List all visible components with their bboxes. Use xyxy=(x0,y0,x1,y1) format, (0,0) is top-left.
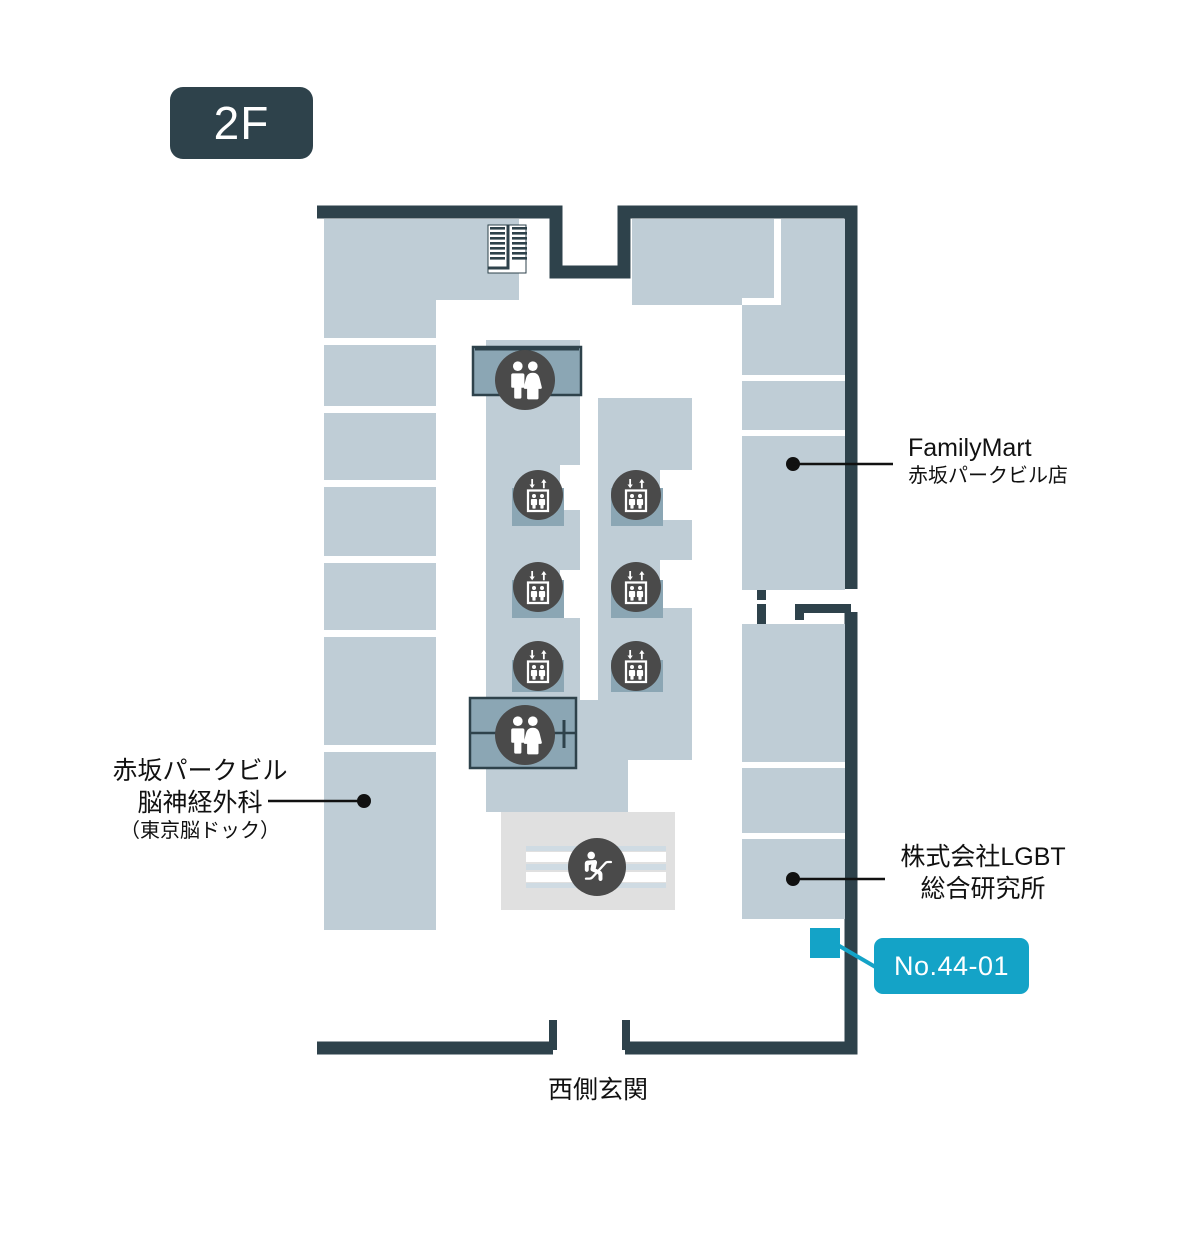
lgbt-name-line1: 株式会社LGBT xyxy=(900,843,1066,871)
room-upper-right[interactable] xyxy=(632,219,845,375)
room-familymart[interactable] xyxy=(742,375,845,590)
noge-name-line1: 赤坂パークビル xyxy=(112,757,288,785)
elevator-icon[interactable] xyxy=(611,641,661,691)
location-marker-badge[interactable]: No.44-01 xyxy=(874,938,1029,994)
label-familymart[interactable]: FamilyMart 赤坂パークビル店 xyxy=(908,432,1068,490)
building-walls xyxy=(317,205,858,1055)
elevator-icon[interactable] xyxy=(513,562,563,612)
label-noge[interactable]: 赤坂パークビル 脳神経外科 （東京脳ドック） xyxy=(110,755,290,845)
noge-name-line3: （東京脳ドック） xyxy=(120,820,280,842)
floor-badge-label: 2F xyxy=(213,97,270,149)
location-marker-label: No.44-01 xyxy=(893,950,1010,981)
restroom-icon[interactable] xyxy=(495,350,555,410)
elevator-icon[interactable] xyxy=(513,470,563,520)
elevator-icon[interactable] xyxy=(611,562,661,612)
familymart-name: FamilyMart xyxy=(908,434,1032,462)
room-left-tenant[interactable] xyxy=(324,219,519,930)
highlight-marker[interactable] xyxy=(810,928,840,958)
room-lower-right[interactable] xyxy=(742,624,845,919)
leader-line-noge xyxy=(268,794,371,808)
leader-line-lgbt xyxy=(786,872,885,886)
label-west-entrance: 西側玄関 xyxy=(547,1076,648,1104)
elevator-icon[interactable] xyxy=(513,641,563,691)
escalator-icon[interactable] xyxy=(568,838,626,896)
restroom-icon[interactable] xyxy=(495,705,555,765)
elevator-icon[interactable] xyxy=(611,470,661,520)
noge-name-line2: 脳神経外科 xyxy=(137,789,263,817)
label-lgbt[interactable]: 株式会社LGBT 総合研究所 xyxy=(893,841,1073,905)
floor-badge[interactable]: 2F xyxy=(170,87,313,159)
lgbt-name-line2: 総合研究所 xyxy=(920,875,1046,903)
leader-line-familymart xyxy=(786,457,893,471)
stairs-icon xyxy=(487,224,527,274)
familymart-sub: 赤坂パークビル店 xyxy=(908,465,1068,487)
